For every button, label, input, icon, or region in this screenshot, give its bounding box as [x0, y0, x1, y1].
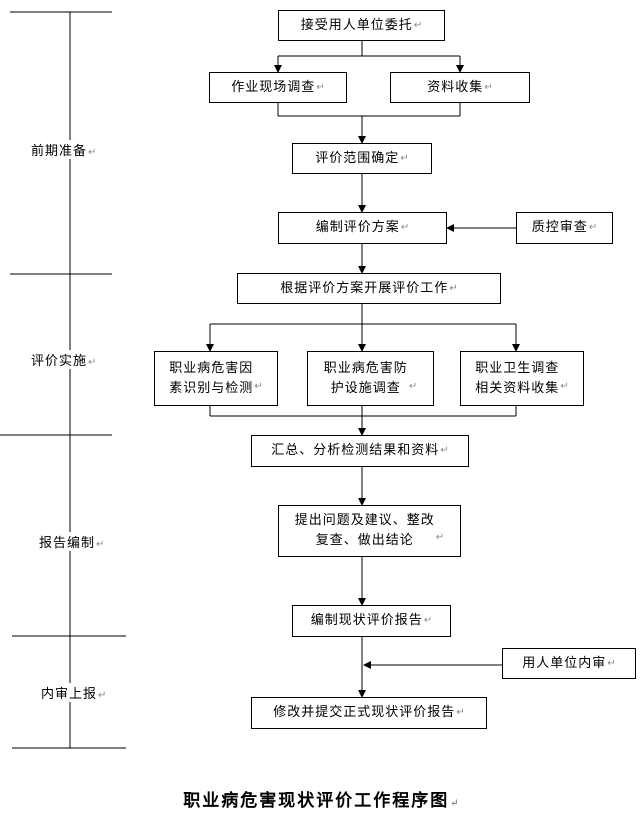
box-health-survey: 职业卫生调查 相关资料收集↵	[460, 351, 584, 406]
box-execute-evaluation: 根据评价方案开展评价工作↵	[237, 273, 501, 304]
stage-label-prep: 前期准备↵	[29, 140, 99, 159]
box-quality-review: 质控审查↵	[516, 212, 613, 244]
box-internal-review: 用人单位内审↵	[502, 648, 636, 679]
stage-label-impl: 评价实施↵	[29, 350, 99, 369]
box-hazard-identification: 职业病危害因 素识别与检测↵	[154, 351, 278, 406]
box-protection-survey: 职业病危害防 护设施调查↵	[307, 351, 434, 406]
diagram-title: 职业病危害现状评价工作程序图↵	[183, 791, 459, 811]
box-plan-preparation: 编制评价方案↵	[278, 212, 447, 244]
stage-label-report: 报告编制↵	[37, 532, 107, 551]
stage-label-review: 内审上报↵	[39, 683, 109, 702]
box-data-collection: 资料收集↵	[390, 72, 530, 103]
box-conclusions: 提出问题及建议、整改 复查、做出结论↵	[278, 505, 461, 557]
box-summary-analysis: 汇总、分析检测结果和资料↵	[251, 435, 469, 467]
box-site-survey: 作业现场调查↵	[209, 72, 347, 103]
box-scope-determination: 评价范围确定↵	[292, 143, 432, 174]
box-report-draft: 编制现状评价报告↵	[292, 605, 451, 637]
box-final-report: 修改并提交正式现状评价报告↵	[251, 697, 487, 729]
box-accept-commission: 接受用人单位委托↵	[278, 10, 445, 41]
